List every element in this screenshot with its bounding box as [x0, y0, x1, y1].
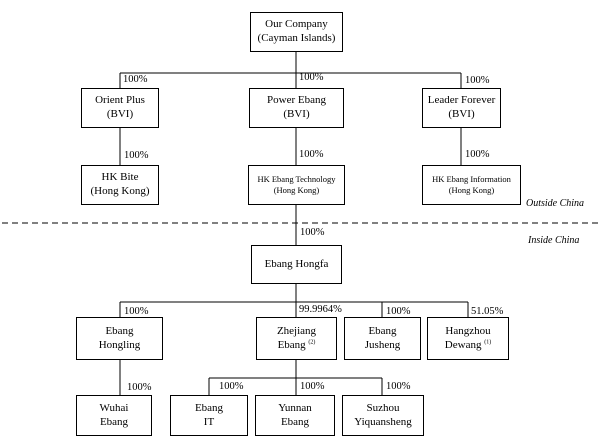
entity-wuhai-ebang: Wuhai Ebang [76, 395, 152, 436]
entity-jurisdiction: (Hong Kong) [273, 185, 320, 195]
entity-name: Power Ebang [267, 94, 326, 107]
entity-name: HK Bite [101, 171, 139, 184]
ownership-yunnan-ebang: 100% [300, 381, 325, 392]
entity-leader-forever: Leader Forever (BVI) [422, 88, 501, 128]
ownership-ebang-it: 100% [219, 381, 244, 392]
entity-name-line2: IT [203, 415, 215, 428]
region-label-outside-china: Outside China [526, 198, 585, 209]
entity-jurisdiction: (Hong Kong) [448, 185, 495, 195]
entity-name: Ebang [194, 401, 224, 414]
entity-name: Our Company [265, 18, 328, 31]
entity-suzhou-yiquansheng: Suzhou Yiquansheng [342, 395, 424, 436]
ownership-hk-bite: 100% [124, 150, 149, 161]
entity-name-line2: Jusheng [364, 338, 401, 351]
ownership-hk-ebang-info: 100% [465, 149, 490, 160]
entity-hk-bite: HK Bite (Hong Kong) [81, 165, 159, 205]
entity-name: Zhejiang [276, 324, 317, 337]
entity-name-line2: Ebang [280, 415, 310, 428]
ownership-leader-forever: 100% [465, 75, 490, 86]
footnote-marker: (2) [308, 338, 316, 345]
entity-jurisdiction: (BVI) [106, 108, 134, 120]
entity-name: HK Ebang Technology [257, 173, 336, 184]
entity-jurisdiction: (BVI) [448, 108, 475, 120]
ownership-hk-ebang-tech: 100% [299, 149, 324, 160]
entity-jurisdiction: (BVI) [283, 108, 310, 120]
entity-power-ebang: Power Ebang (BVI) [249, 88, 344, 128]
entity-name: Leader Forever [427, 94, 496, 107]
entity-name: Ebang Hongfa [264, 257, 329, 270]
entity-hk-ebang-information: HK Ebang Information (Hong Kong) [422, 165, 521, 205]
footnote-marker: (1) [484, 338, 492, 345]
entity-orient-plus: Orient Plus (BVI) [81, 88, 159, 128]
entity-name-line2: Hongling [98, 338, 141, 351]
ownership-ebang-hongling: 100% [124, 306, 149, 317]
entity-name: HK Ebang Information [432, 173, 511, 184]
entity-ebang-hongfa: Ebang Hongfa [251, 245, 342, 284]
region-label-inside-china: Inside China [528, 235, 580, 246]
entity-yunnan-ebang: Yunnan Ebang [255, 395, 335, 436]
entity-ebang-jusheng: Ebang Jusheng [344, 317, 421, 360]
ownership-hangzhou-dewang: 51.05% [471, 306, 504, 317]
ownership-suzhou: 100% [386, 381, 411, 392]
entity-name: Suzhou [366, 401, 400, 414]
entity-name: Wuhai [99, 401, 129, 414]
entity-name-line2: Ebang [99, 415, 129, 428]
ownership-zhejiang-ebang: 99.9964% [299, 304, 342, 315]
entity-ebang-it: Ebang IT [170, 395, 248, 436]
entity-name: Ebang [105, 324, 134, 337]
entity-name: Ebang [368, 324, 397, 337]
entity-name-line2: Dewang [444, 338, 482, 351]
entity-name: Hangzhou [445, 324, 491, 337]
entity-name: Orient Plus [95, 94, 145, 107]
ownership-orient-plus: 100% [123, 74, 148, 85]
entity-zhejiang-ebang: Zhejiang Ebang (2) [256, 317, 337, 360]
ownership-wuhai-ebang: 100% [127, 382, 152, 393]
entity-hangzhou-dewang: Hangzhou Dewang (1) [427, 317, 509, 360]
ownership-power-ebang: 100% [299, 72, 324, 83]
entity-name-line2: Ebang [277, 338, 306, 351]
entity-jurisdiction: (Hong Kong) [90, 185, 150, 197]
entity-our-company: Our Company (Cayman Islands) [250, 12, 343, 52]
entity-name-line2: Yiquansheng [354, 415, 412, 428]
ownership-ebang-jusheng: 100% [386, 306, 411, 317]
entity-name: Yunnan [278, 401, 312, 414]
entity-ebang-hongling: Ebang Hongling [76, 317, 163, 360]
ownership-ebang-hongfa: 100% [300, 227, 325, 238]
entity-hk-ebang-technology: HK Ebang Technology (Hong Kong) [248, 165, 345, 205]
entity-jurisdiction: (Cayman Islands) [257, 32, 336, 44]
